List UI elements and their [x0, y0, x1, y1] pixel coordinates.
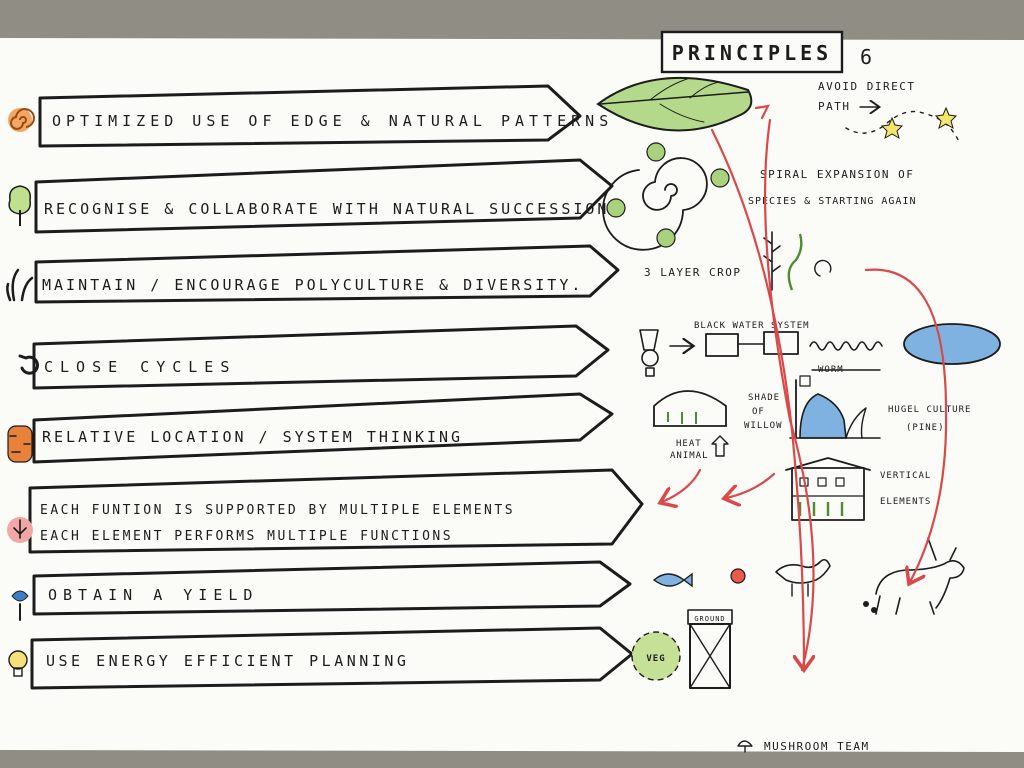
vertical-label-1: VERTICAL: [880, 471, 931, 481]
greenhouse-icon: [653, 390, 727, 427]
principle-arrow-3: MAINTAIN / ENCOURAGE POLYCULTURE & DIVER…: [34, 244, 620, 304]
fish-icon: [11, 590, 29, 621]
leaf-icon: [596, 76, 753, 132]
principle-arrow-5: RELATIVE LOCATION / SYSTEM THINKING: [32, 392, 614, 464]
path-label: PATH: [818, 100, 851, 113]
principle-text-2: RECOGNISE & COLLABORATE WITH NATURAL SUC…: [44, 200, 609, 218]
willow-label: WILLOW: [744, 421, 783, 431]
connection-arrows: [662, 104, 948, 670]
lightbulb-icon: [8, 650, 28, 677]
principle-text-8: USE ENERGY EFFICIENT PLANNING: [46, 652, 409, 670]
heat-label: HEAT: [676, 439, 702, 449]
person-icon: [7, 517, 33, 543]
principle-arrow-1: OPTIMIZED USE OF EDGE & NATURAL PATTERNS: [38, 84, 613, 148]
spiral-label-1: SPIRAL EXPANSION OF: [760, 168, 914, 181]
crop-plants-icon: [763, 231, 832, 291]
principle-arrow-8: USE ENERGY EFFICIENT PLANNING: [30, 626, 634, 690]
apple-icon: [730, 568, 746, 584]
shade-label: SHADE: [748, 393, 780, 403]
principle-text-7: OBTAIN A YIELD: [48, 586, 258, 604]
vertical-garden-icon: [785, 457, 871, 521]
principle-text-3: MAINTAIN / ENCOURAGE POLYCULTURE & DIVER…: [42, 276, 583, 294]
tree-icon: [8, 185, 32, 226]
principle-text-4: CLOSE CYCLES: [44, 358, 236, 376]
principle-arrow-4: CLOSE CYCLES: [32, 324, 610, 390]
page-title: PRINCIPLES: [672, 41, 832, 65]
spiral-icon: [8, 108, 35, 132]
ground-label: GROUND: [694, 615, 725, 623]
chicken-icon: [775, 558, 831, 597]
cow-icon: [863, 537, 965, 615]
avoid-direct-label: AVOID DIRECT: [818, 80, 915, 93]
principle-arrow-2: RECOGNISE & COLLABORATE WITH NATURAL SUC…: [34, 158, 614, 234]
title-box: PRINCIPLES: [660, 30, 844, 74]
principle-text-5: RELATIVE LOCATION / SYSTEM THINKING: [42, 428, 463, 446]
animal-label: ANIMAL: [670, 451, 709, 461]
star-icon-2: [934, 106, 958, 130]
star-icon: [880, 116, 904, 140]
layer-crop-label: 3 LAYER CROP: [644, 266, 741, 279]
principle-arrow-7: OBTAIN A YIELD: [32, 560, 632, 616]
fish-yield-icon: [652, 572, 693, 588]
spiral-label-2: SPECIES & STARTING AGAIN: [748, 196, 917, 207]
credit: MUSHROOM TEAM: [737, 740, 870, 753]
tiger-icon: [7, 425, 33, 463]
veg-label: VEG: [646, 654, 665, 664]
hugel-label-2: (PINE): [906, 423, 945, 433]
credit-label: MUSHROOM TEAM: [764, 740, 870, 753]
pond: [903, 323, 1001, 365]
principle-arrow-6: EACH FUNTION IS SUPPORTED BY MULTIPLE EL…: [28, 468, 644, 554]
hugel-label-1: HUGEL CULTURE: [888, 405, 971, 415]
veg-circle: VEG: [631, 631, 681, 681]
mushroom-icon: [737, 740, 753, 753]
toilet-icon: [639, 329, 659, 377]
page-number: 6: [860, 45, 875, 69]
hugelkultur-icon: [789, 369, 881, 439]
black-water-label: BLACK WATER SYSTEM: [694, 321, 810, 331]
tank-1: [705, 333, 739, 357]
principle-text-1: OPTIMIZED USE OF EDGE & NATURAL PATTERNS: [52, 112, 613, 130]
cycle-icon: [18, 354, 39, 375]
paper-sheet: [0, 38, 1024, 752]
succession-spiral: [602, 142, 730, 251]
of-label: OF: [752, 407, 765, 417]
plants-icon: [6, 268, 34, 302]
vertical-label-2: ELEMENTS: [880, 497, 931, 507]
principle-text-6a: EACH FUNTION IS SUPPORTED BY MULTIPLE EL…: [40, 503, 515, 518]
principle-text-6b: EACH ELEMENT PERFORMS MULTIPLE FUNCTIONS: [40, 529, 453, 544]
ground-building: GROUND: [687, 609, 733, 689]
worm-label: WORM: [818, 365, 844, 375]
